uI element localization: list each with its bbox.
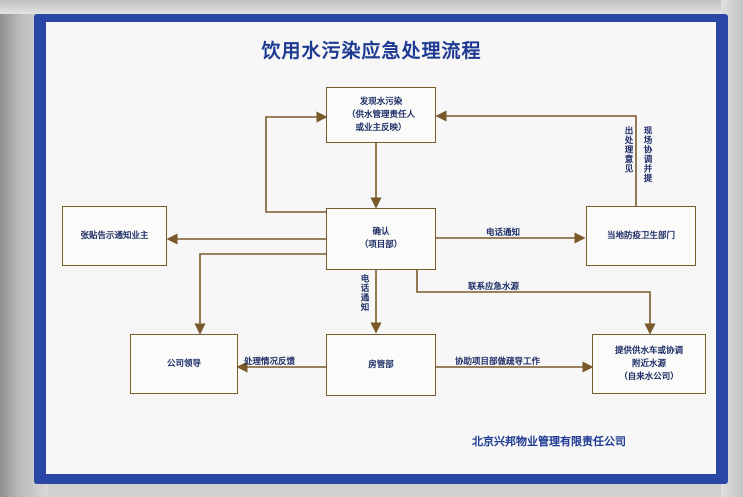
edge-confirm-loop-discover — [265, 111, 328, 213]
label-phone-notice: 电话通知 — [486, 228, 521, 238]
node-leader: 公司领导 — [130, 334, 238, 394]
label-feedback: 处理情况反馈 — [244, 357, 296, 367]
node-supply: 提供供水车或协调 附近水源 （自来水公司） — [592, 334, 706, 394]
edge-confirm-leader — [194, 253, 330, 335]
label-assist: 协助项目部做疏导工作 — [455, 357, 541, 367]
edge-confirm-supply — [416, 270, 656, 335]
node-discover: 发现水污染 （供水管理责任人 或业主反映） — [326, 87, 436, 143]
node-housing: 房管部 — [326, 334, 436, 396]
node-notice: 张贴告示通知业主 — [62, 206, 167, 266]
label-contact-water: 联系应急水源 — [468, 282, 520, 292]
label-opinion: 出处理意见 — [623, 126, 633, 174]
label-coordinate: 现场协调并提 — [642, 126, 652, 183]
node-health: 当地防疫卫生部门 — [586, 206, 696, 266]
diagram-title: 饮用水污染应急处理流程 — [261, 40, 482, 62]
footer-company: 北京兴邦物业管理有限责任公司 — [472, 435, 626, 448]
node-confirm: 确认 （项目部） — [326, 208, 436, 270]
edge-health-discover — [435, 110, 637, 206]
wall-top — [0, 0, 743, 14]
label-phone-notice-vertical: 电话通知 — [359, 274, 369, 312]
